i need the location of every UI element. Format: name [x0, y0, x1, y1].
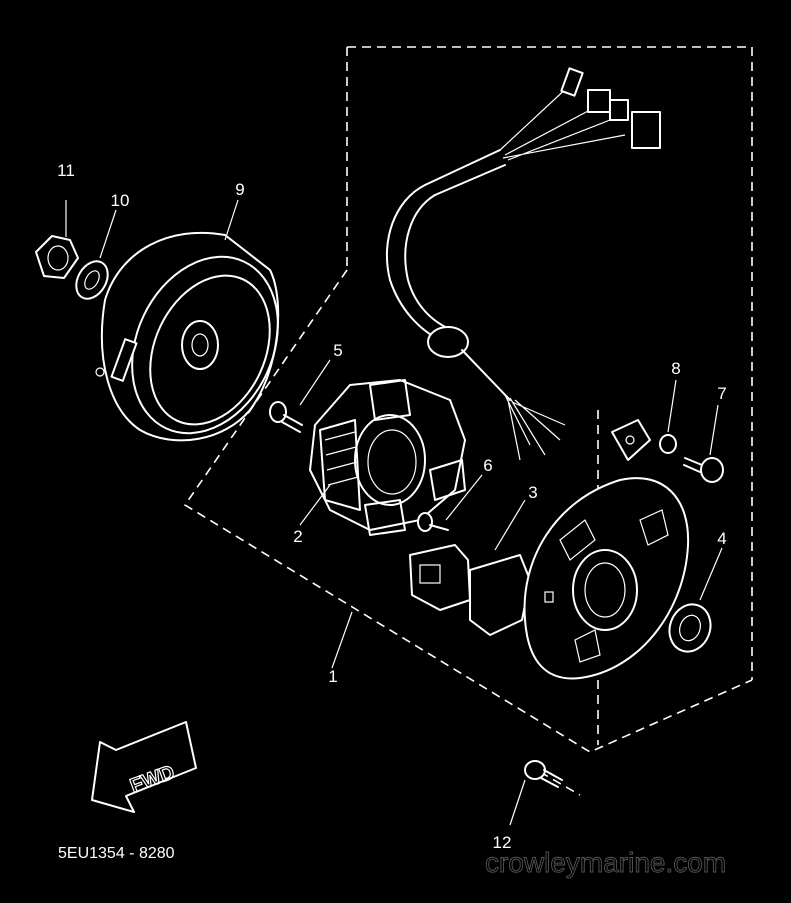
screw-7-part — [683, 404, 724, 483]
clamp-part — [611, 379, 677, 461]
oil-seal-part — [668, 547, 723, 653]
screw-part — [269, 359, 331, 433]
flywheel-rotor-part — [95, 199, 280, 442]
part-label-9: 9 — [235, 180, 244, 199]
part-label-11: 11 — [57, 161, 75, 180]
part-label-3: 3 — [528, 483, 537, 502]
watermark: crowleymarine.com — [485, 847, 726, 878]
leader-line-1 — [331, 611, 353, 669]
part-label-4: 4 — [717, 529, 726, 548]
part-number-labels: 1 2 3 4 5 6 7 8 9 10 11 12 — [57, 161, 727, 852]
washer-part — [75, 209, 117, 300]
fwd-label: FWD — [127, 761, 177, 797]
nut-part — [35, 200, 79, 279]
drawing-code: 5EU1354 - 8280 — [58, 845, 175, 862]
pulser-coil-part — [409, 499, 531, 636]
part-label-2: 2 — [293, 527, 302, 546]
base-plate-part — [523, 477, 690, 680]
part-label-10: 10 — [111, 191, 130, 210]
part-label-7: 7 — [717, 384, 726, 403]
forward-direction-arrow: FWD — [91, 721, 197, 813]
part-label-6: 6 — [483, 456, 492, 475]
assembly-boundary — [183, 46, 753, 796]
part-label-8: 8 — [671, 359, 680, 378]
small-washer-part — [659, 434, 677, 454]
part-label-1: 1 — [328, 667, 337, 686]
bolt-12-part — [509, 760, 563, 826]
screw-6-part — [417, 474, 483, 532]
wire-harness — [385, 67, 661, 461]
stator-coil-part — [299, 379, 466, 536]
part-label-12: 12 — [493, 833, 512, 852]
part-label-5: 5 — [333, 341, 342, 360]
